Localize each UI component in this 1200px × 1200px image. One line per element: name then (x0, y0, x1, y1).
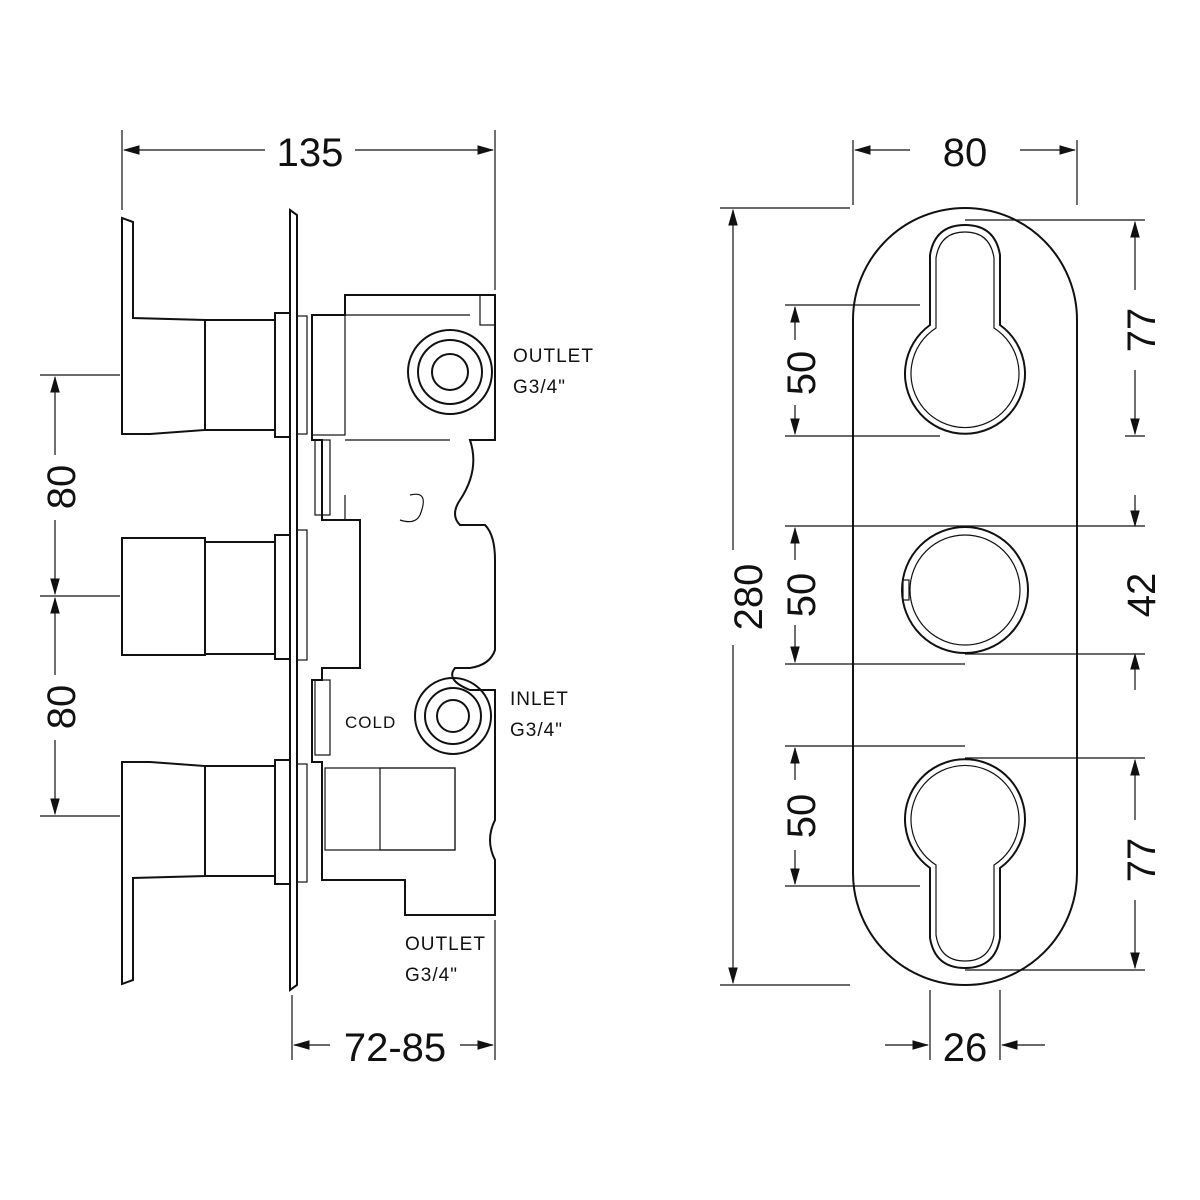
dim-bot-50: 50 (780, 794, 824, 839)
dim-spacing-lower: 80 (40, 685, 84, 730)
top-lever (121, 216, 206, 435)
bottom-lever (121, 761, 206, 986)
outlet-top-size: G3/4" (513, 377, 566, 398)
valve-body (311, 294, 496, 916)
dim-top-77: 77 (1120, 308, 1164, 353)
dim-front-width: 80 (943, 131, 988, 175)
dim-wall-depth: 72-85 (344, 1026, 446, 1070)
cold-label: COLD (345, 713, 396, 732)
inlet-size: G3/4" (510, 720, 563, 741)
dim-top-50: 50 (780, 351, 824, 396)
faceplate-front (852, 207, 1078, 986)
inlet-port (414, 677, 492, 755)
middle-handle (121, 537, 206, 656)
top-spindle (204, 319, 276, 431)
dim-mid-50: 50 (780, 573, 824, 618)
faceplate (289, 208, 298, 992)
front-view: 80 280 50 50 50 77 42 (720, 131, 1164, 1070)
outlet-top-label: OUTLET (513, 346, 594, 367)
middle-control-front (901, 526, 1029, 654)
outlet-bottom-label: OUTLET (405, 934, 486, 955)
outlet-top-port (407, 329, 493, 415)
dim-side-width: 135 (277, 131, 344, 175)
dim-lever-width: 26 (943, 1026, 988, 1070)
inlet-label: INLET (510, 689, 569, 710)
dim-front-height: 280 (727, 564, 771, 631)
dim-spacing-upper: 80 (40, 465, 84, 510)
dim-mid-42: 42 (1120, 573, 1164, 618)
outlet-bottom-size: G3/4" (405, 965, 458, 986)
top-lever-front (904, 223, 1026, 435)
side-view: OUTLET G3/4" INLET G3/4" COLD OUTLET G3/… (40, 130, 594, 1070)
bottom-lever-front (904, 758, 1026, 970)
dim-bot-77: 77 (1120, 838, 1164, 883)
